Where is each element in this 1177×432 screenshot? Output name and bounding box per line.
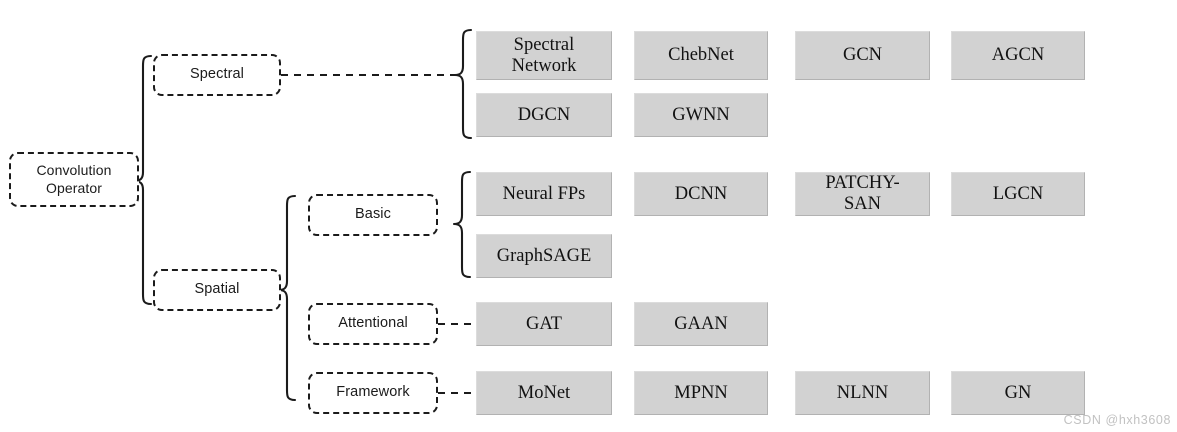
node-subcategory-attentional[interactable]: Attentional [308,303,438,345]
brace-spectral-group [453,28,473,140]
brace-basic-group [452,170,472,279]
method-box-agcn[interactable]: AGCN [951,31,1085,80]
method-box-gcn[interactable]: GCN [795,31,930,80]
node-branch-spatial[interactable]: Spatial [153,269,281,311]
brace-spatial-group [277,194,297,402]
method-box-chebnet[interactable]: ChebNet [634,31,768,80]
method-box-mpnn[interactable]: MPNN [634,371,768,415]
node-branch-spectral[interactable]: Spectral [153,54,281,96]
method-box-gat[interactable]: GAT [476,302,612,346]
method-box-gn[interactable]: GN [951,371,1085,415]
watermark-text: CSDN @hxh3608 [1063,413,1171,427]
method-box-gwnn[interactable]: GWNN [634,93,768,137]
method-box-graphsage[interactable]: GraphSAGE [476,234,612,278]
method-box-spectral-network[interactable]: Spectral Network [476,31,612,80]
method-box-neural-fps[interactable]: Neural FPs [476,172,612,216]
method-box-dcnn[interactable]: DCNN [634,172,768,216]
method-box-monet[interactable]: MoNet [476,371,612,415]
method-box-gaan[interactable]: GAAN [634,302,768,346]
method-box-nlnn[interactable]: NLNN [795,371,930,415]
node-subcategory-framework[interactable]: Framework [308,372,438,414]
node-subcategory-basic[interactable]: Basic [308,194,438,236]
method-box-patchy-san[interactable]: PATCHY- SAN [795,172,930,216]
method-box-lgcn[interactable]: LGCN [951,172,1085,216]
method-box-dgcn[interactable]: DGCN [476,93,612,137]
node-root-convolution-operator[interactable]: Convolution Operator [9,152,139,207]
